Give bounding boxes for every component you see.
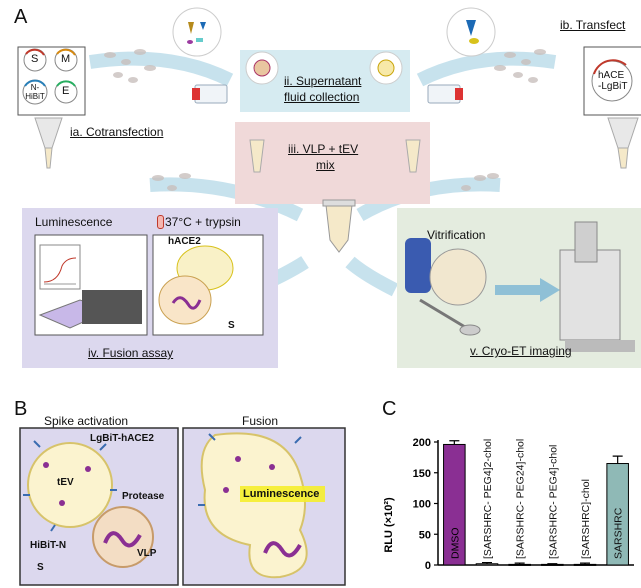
- spike-s-label: S: [37, 562, 44, 573]
- y-tick-label: 50: [419, 529, 431, 541]
- bar-3: [541, 563, 564, 566]
- protease-label: Protease: [122, 491, 165, 502]
- panel-letter-c: C: [382, 398, 397, 420]
- category-label-4: [SARSHRC]-chol: [580, 479, 592, 559]
- step-iii-line1: iii. VLP + tEV: [288, 142, 359, 156]
- step-ii-line2: fluid collection: [284, 90, 360, 104]
- fusion-s-label: S: [228, 320, 235, 331]
- step-ii-line1: ii. Supernatant: [284, 74, 362, 88]
- plasmid-e-label: E: [62, 85, 70, 97]
- panel-b-graphics: [19, 427, 346, 586]
- step-ib-label: ib. Transfect: [560, 18, 626, 32]
- cryo-et-caption: v. Cryo-ET imaging: [470, 344, 572, 358]
- panel-letter-a: A: [14, 6, 28, 28]
- panel-b-left-title: Spike activation: [44, 414, 129, 428]
- luminescence-label: Luminescence: [243, 488, 320, 500]
- rlu-bar-chart: RLU (×10²) 0 50 100 150 200 DMSO [SARSHRC- PE…: [383, 437, 634, 572]
- bar-2: [508, 563, 531, 566]
- category-label-2: [SARSHRC- PEG24]-chol: [515, 439, 527, 559]
- plasmid-n-hibit-label: N- HiBiT: [25, 83, 45, 101]
- panel-b-right-title: Fusion: [242, 414, 279, 428]
- vlp-label: VLP: [137, 548, 157, 559]
- error-bar-0: [449, 440, 460, 445]
- plasmid-s-label: S: [31, 53, 39, 65]
- panel-a-graphics: [17, 7, 641, 368]
- hibit-n-label: HiBiT-N: [30, 540, 67, 551]
- error-bar-2: [514, 562, 525, 565]
- fusion-assay-caption: iv. Fusion assay: [88, 346, 174, 360]
- bar-4: [573, 563, 597, 566]
- error-bar-3: [547, 563, 558, 565]
- step-ib-plasmid-label: hACE -LgBiT: [598, 70, 628, 92]
- fusion-hace2-label: hACE2: [168, 236, 201, 247]
- y-tick-label: 200: [413, 437, 431, 449]
- y-tick-label: 150: [413, 468, 431, 480]
- panel-letter-b: B: [14, 398, 28, 420]
- category-label-3: [SARSHRC- PEG4]-chol: [547, 445, 559, 559]
- error-bar-4: [580, 562, 590, 565]
- plasmid-m-label: M: [61, 53, 71, 65]
- category-label-0: DMSO: [449, 528, 461, 560]
- step-iii-line2: mix: [316, 158, 335, 172]
- category-label-1: [SARSHRC- PEG4]2-chol: [482, 439, 494, 559]
- y-axis-label: RLU (×10²): [383, 497, 395, 553]
- error-bar-5: [612, 455, 623, 464]
- y-tick-label: 0: [425, 560, 431, 572]
- lgbit-hace2-label: LgBiT-hACE2: [90, 433, 154, 444]
- tev-label: tEV: [57, 477, 74, 488]
- bar-1: [475, 563, 499, 566]
- y-tick-label: 100: [413, 499, 431, 511]
- category-label-5: SARSHRC: [613, 507, 625, 559]
- error-bar-1: [482, 561, 492, 564]
- fusion-luminescence-label: Luminescence: [35, 215, 113, 229]
- fusion-temp-label: 37°C + trypsin: [165, 215, 241, 229]
- step-ia-label: ia. Cotransfection: [70, 125, 164, 139]
- thermometer-icon: [157, 215, 164, 229]
- vitrification-label: Vitrification: [427, 228, 486, 242]
